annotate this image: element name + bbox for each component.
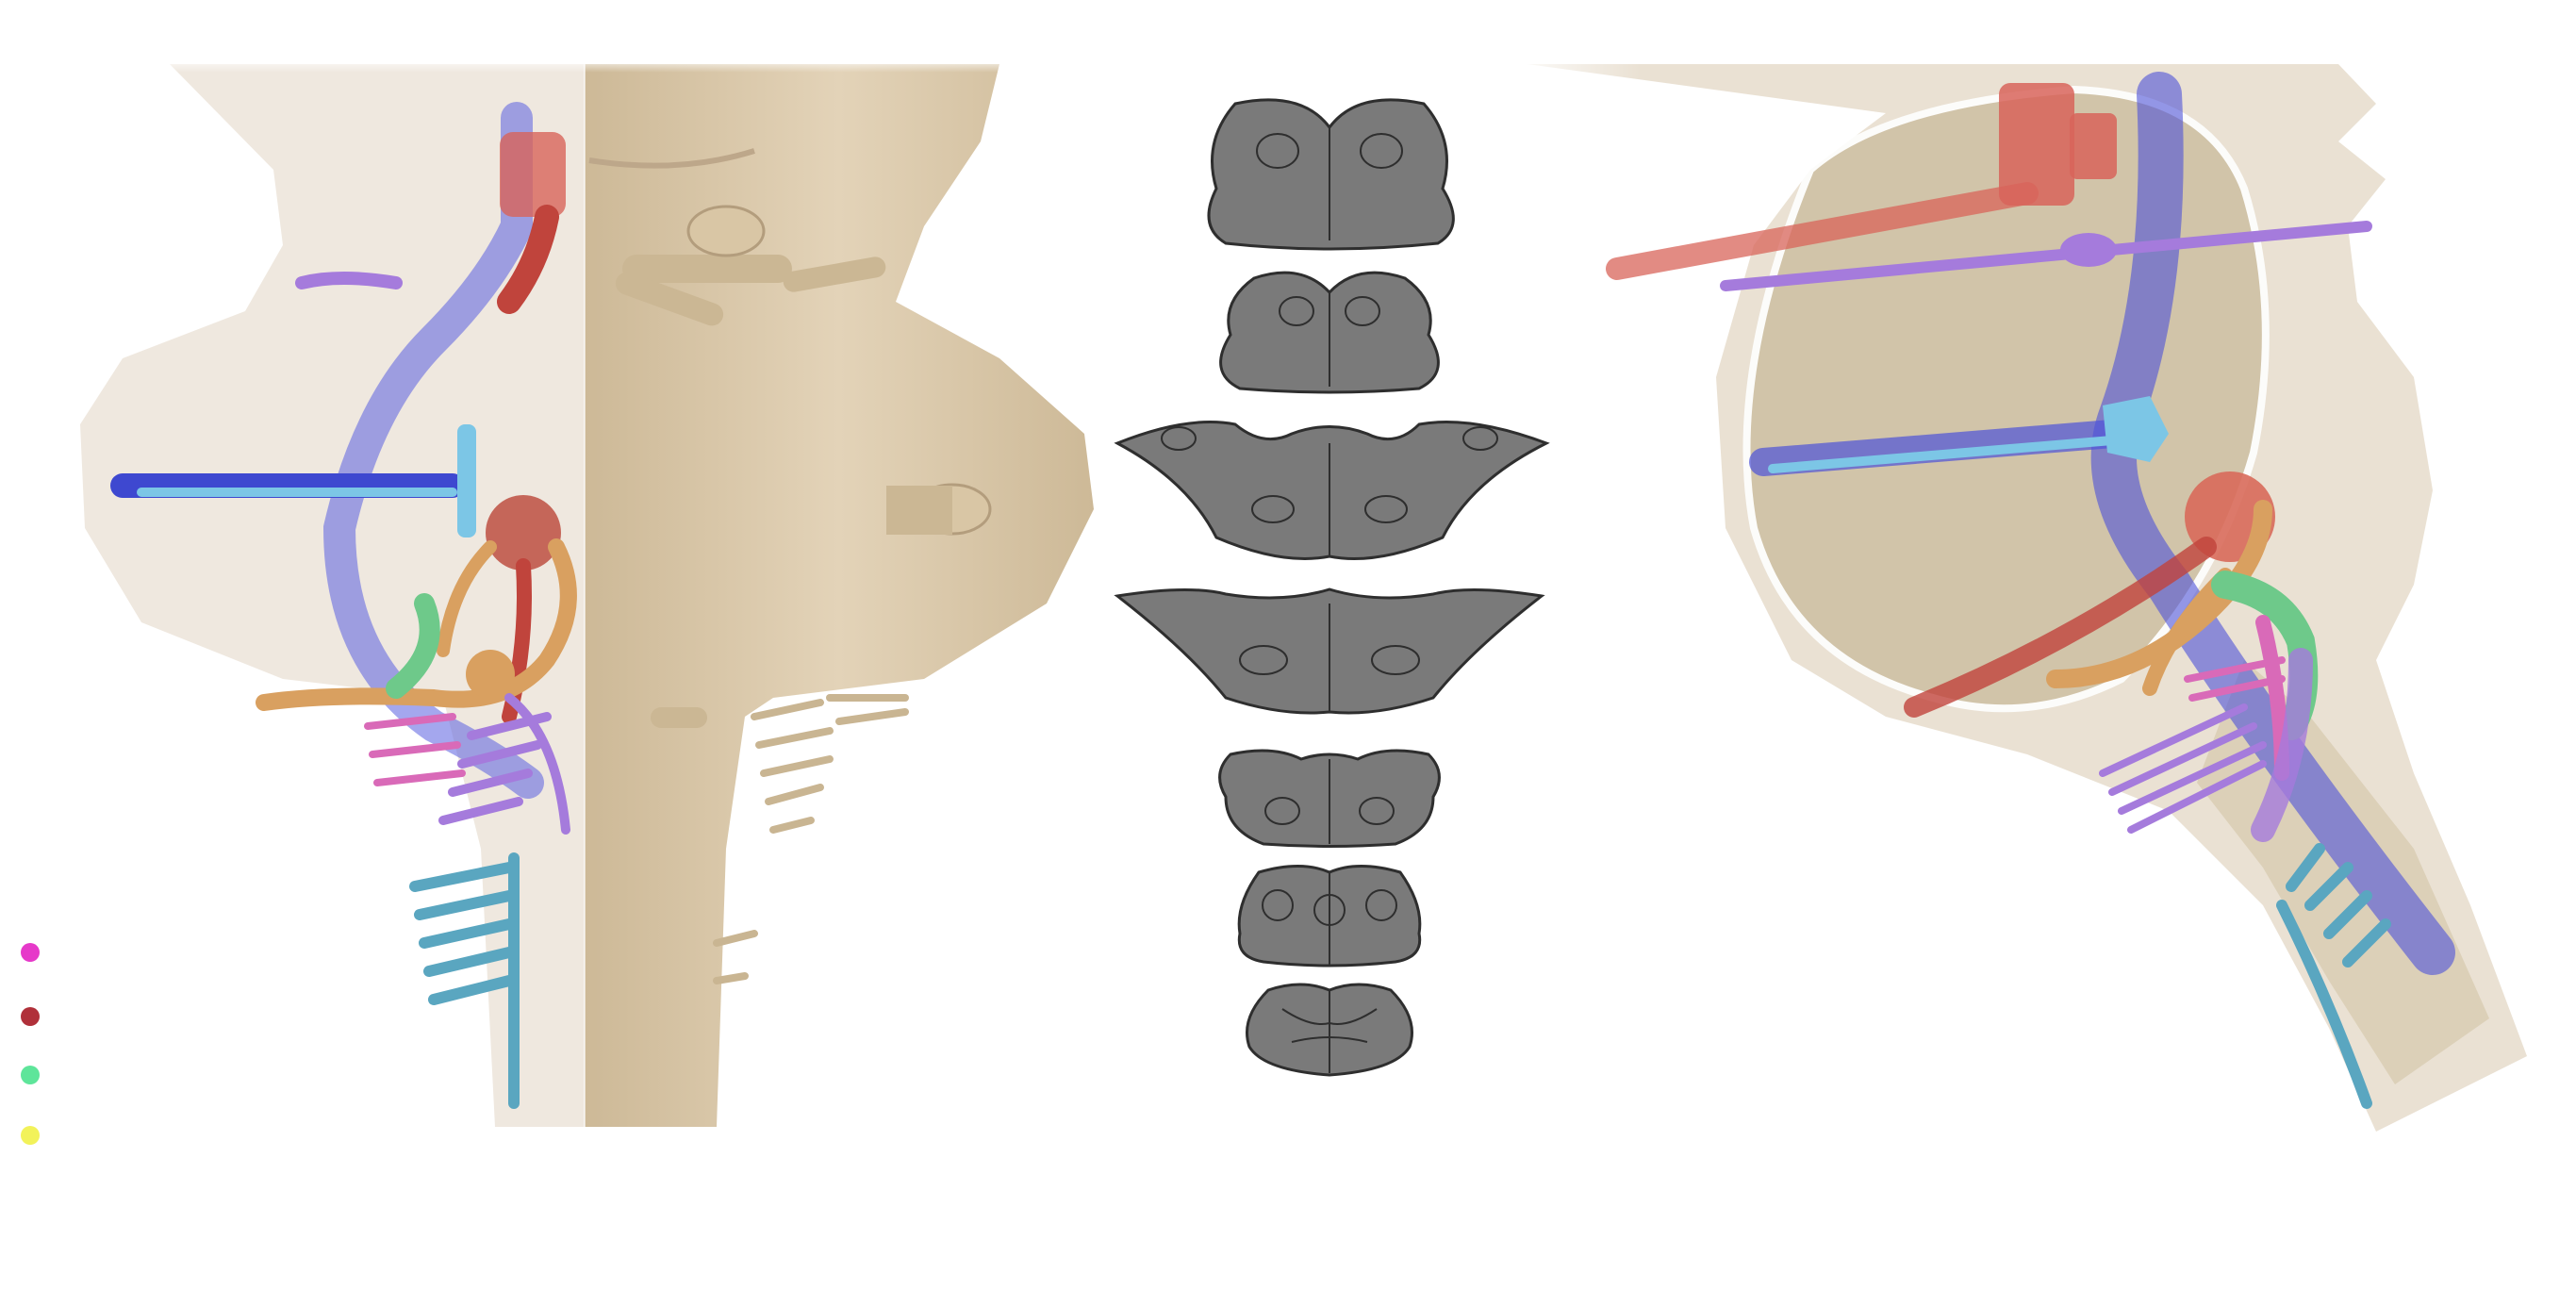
tracts-sagittal bbox=[1606, 72, 2455, 1109]
brainstem-sagittal-view bbox=[1499, 64, 2527, 1132]
magenta-marker bbox=[21, 943, 40, 962]
section-7 bbox=[1246, 983, 1413, 1077]
dark-red-marker bbox=[21, 1007, 40, 1026]
section-2 bbox=[1219, 271, 1440, 394]
solid-half bbox=[585, 64, 1094, 1127]
section-4 bbox=[1114, 587, 1545, 715]
yellow-marker bbox=[21, 1126, 40, 1145]
mint-marker bbox=[21, 1066, 40, 1084]
section-3 bbox=[1114, 421, 1550, 560]
section-1 bbox=[1207, 98, 1455, 251]
section-5 bbox=[1218, 749, 1441, 848]
brainstem-cross-sections bbox=[1114, 98, 1550, 1077]
section-6 bbox=[1237, 865, 1422, 968]
brainstem-anterior-view bbox=[80, 57, 1094, 1127]
legend-markers bbox=[21, 943, 40, 1145]
